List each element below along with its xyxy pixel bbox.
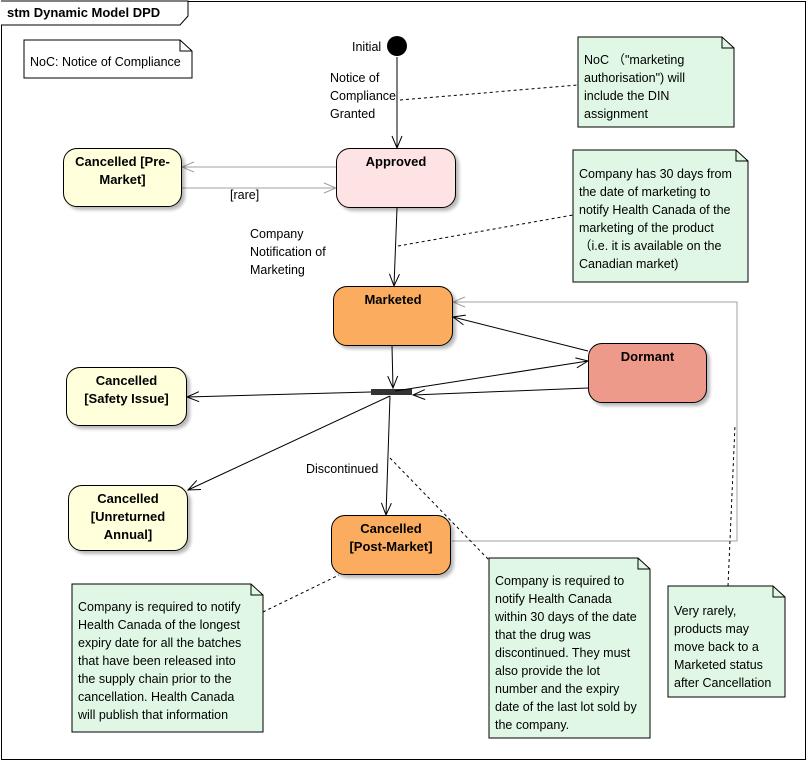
state-cancelled-unreturned-label: Cancelled [Unreturned Annual] [90, 491, 166, 542]
note-rarely-shape [667, 585, 786, 698]
state-dormant: Dormant [588, 343, 707, 403]
transition-post-market-to-marketed [452, 302, 738, 542]
note-longest-expiry-shape [71, 583, 264, 733]
note-discontinued-shape [488, 557, 651, 739]
state-approved-label: Approved [365, 154, 427, 169]
note-noc-din-shape [577, 36, 735, 128]
state-cancelled-post-market-label: Cancelled [Post-Market] [349, 521, 433, 554]
note-thirty-days-shape [572, 149, 749, 283]
label-company-notification: Company Notification of Marketing [250, 227, 326, 277]
diagram-title: stm Dynamic Model DPD [7, 5, 161, 20]
label-noc-granted: Notice of Compliance Granted [330, 71, 397, 121]
label-discontinued: Discontinued [306, 462, 379, 476]
state-marketed-label: Marketed [364, 292, 422, 307]
label-rare: [rare] [230, 188, 260, 202]
state-marketed: Marketed [333, 286, 453, 346]
state-cancelled-safety: Cancelled [Safety Issue] [66, 367, 187, 426]
state-cancelled-safety-label: Cancelled [Safety Issue] [84, 373, 169, 406]
transition-discontinued [386, 395, 390, 515]
initial-label: Initial [352, 40, 382, 54]
note-longest-expiry: Company is required to notify Health Can… [78, 600, 242, 722]
state-approved: Approved [336, 148, 456, 208]
legend-note: NoC: Notice of Compliance [30, 55, 181, 69]
transition-fork-to-dormant [394, 361, 588, 392]
transition-dormant-to-fork [413, 387, 589, 395]
transition-marketed-to-fork [392, 345, 393, 388]
state-cancelled-pre-market-label: Cancelled [Pre- Market] [75, 154, 170, 187]
note-thirty-days: Company has 30 days from the date of mar… [579, 167, 732, 271]
transition-dormant-to-marketed [453, 317, 589, 352]
transition-to-cancelled-safety [187, 392, 372, 397]
note-rarely: Very rarely, products may move back to a… [674, 604, 772, 690]
note-noc-din: NoC （"marketing authorisation") will inc… [584, 53, 686, 121]
legend-shape [23, 39, 193, 79]
initial-node [387, 36, 407, 56]
state-dormant-label: Dormant [620, 349, 675, 364]
state-cancelled-post-market: Cancelled [Post-Market] [331, 515, 451, 575]
state-cancelled-unreturned: Cancelled [Unreturned Annual] [68, 485, 188, 551]
transition-to-cancelled-unreturned [188, 395, 391, 490]
transition-company-notification [394, 207, 397, 286]
frame-tab [1, 0, 189, 26]
note-discontinued: Company is required to notify Health Can… [495, 574, 637, 732]
fork-bar [371, 389, 412, 395]
state-cancelled-pre-market: Cancelled [Pre- Market] [63, 148, 182, 207]
